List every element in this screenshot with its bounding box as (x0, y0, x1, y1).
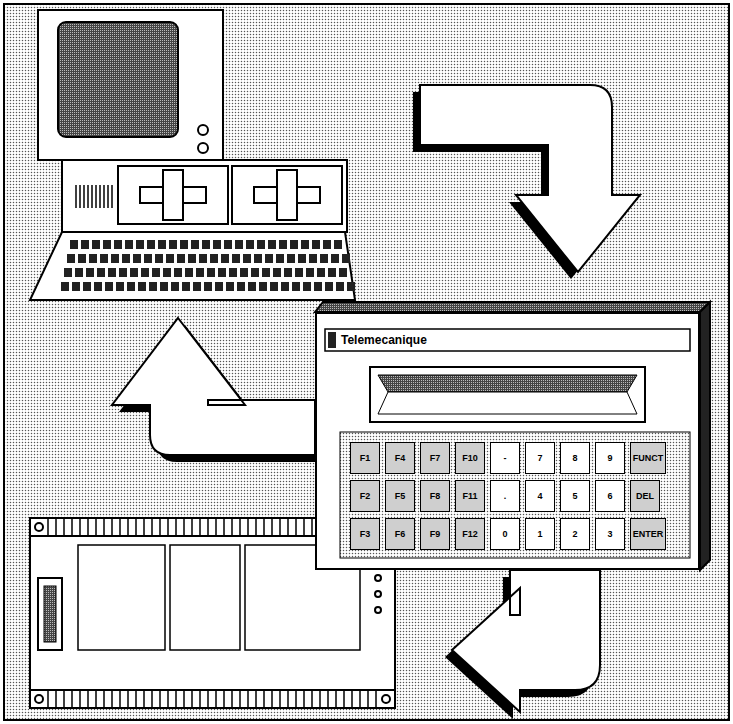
keypad-key: 8 (560, 442, 590, 474)
keypad-key: 4 (525, 480, 555, 512)
key-label: F2 (360, 482, 371, 510)
keypad-key: DEL (630, 480, 660, 512)
keypad-key: F2 (350, 480, 380, 512)
key-label: 9 (607, 444, 612, 472)
key-label: . (504, 482, 507, 510)
keypad-key: 2 (560, 518, 590, 550)
keypad-key: F6 (385, 518, 415, 550)
key-label: F8 (430, 482, 441, 510)
key-label: DEL (636, 482, 654, 510)
key-label: 5 (572, 482, 577, 510)
keypad-key: F3 (350, 518, 380, 550)
background (4, 4, 729, 720)
keypad-key: F1 (350, 442, 380, 474)
terminal-panel: F1 F4 F7 F10 - 7 8 9 FUNCT F2 F5 F8 F11. 4 5 6 DEL F3 F6 F9… (315, 312, 700, 570)
keypad-key: 5 (560, 480, 590, 512)
keypad-key: F9 (420, 518, 450, 550)
keypad-key: F4 (385, 442, 415, 474)
keypad-key: F12 (455, 518, 485, 550)
key-label: 0 (502, 520, 507, 548)
keypad-key: FUNCT (630, 442, 666, 474)
key-label: F3 (360, 520, 371, 548)
flow-arrow (112, 318, 322, 462)
flow-arrow (445, 570, 600, 719)
keypad-key: 1 (525, 518, 555, 550)
key-label: F1 (360, 444, 371, 472)
key-label: ENTER (633, 520, 664, 548)
keypad-key: 3 (595, 518, 625, 550)
key-label: 2 (572, 520, 577, 548)
keypad-key: ENTER (630, 518, 666, 550)
keypad-key: F11 (455, 480, 485, 512)
keypad-key: - (490, 442, 520, 474)
key-label: 7 (537, 444, 542, 472)
key-label: 6 (607, 482, 612, 510)
terminal-housing (315, 302, 710, 570)
keypad-key: 6 (595, 480, 625, 512)
key-label: 4 (537, 482, 542, 510)
keypad-key: . (490, 480, 520, 512)
key-label: F6 (395, 520, 406, 548)
key-label: F11 (462, 482, 477, 510)
key-label: FUNCT (633, 444, 664, 472)
key-label: - (504, 444, 507, 472)
computer (30, 10, 355, 300)
key-label: F5 (395, 482, 406, 510)
keypad-key: 0 (490, 518, 520, 550)
keypad-key: F5 (385, 480, 415, 512)
keypad-key: F7 (420, 442, 450, 474)
key-label: F7 (430, 444, 441, 472)
brand-label: Telemecanique (341, 332, 427, 348)
keypad-key: 9 (595, 442, 625, 474)
keypad-key: F8 (420, 480, 450, 512)
flow-arrow (413, 85, 640, 279)
key-label: F12 (462, 520, 478, 548)
keypad-key: F10 (455, 442, 485, 474)
key-label: F4 (395, 444, 406, 472)
key-label: 8 (572, 444, 577, 472)
key-label: F9 (430, 520, 441, 548)
keypad-key: 7 (525, 442, 555, 474)
key-label: 1 (537, 520, 542, 548)
key-label: F10 (462, 444, 478, 472)
key-label: 3 (607, 520, 612, 548)
